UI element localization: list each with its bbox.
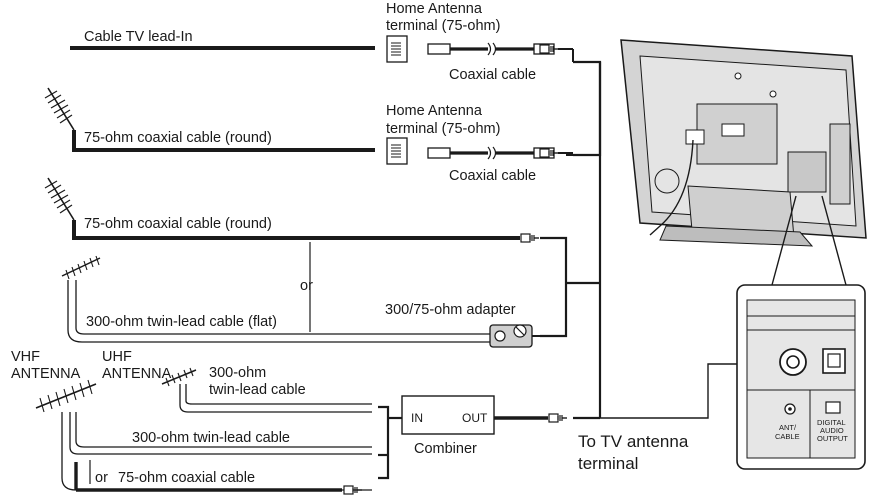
to-tv-label: terminal [578,454,638,473]
uhf-twin-label: 300-ohm [209,365,266,381]
coax-round-label: 75-ohm coaxial cable (round) [84,216,272,232]
vhf-coax-label: 75-ohm coaxial cable [118,470,255,486]
coax-connector-icon [539,44,559,54]
wall-terminal-icon [386,35,408,63]
vhf-antenna-label: VHF [11,349,40,365]
combiner-icon [401,395,495,435]
cable-tv-lead-in-label: Cable TV lead-In [84,29,193,45]
optical-port-icon [822,348,846,374]
ant-cable-port-label: ANT/ [779,423,797,432]
digital-audio-port-label: AUDIO [820,426,844,435]
cable-tv-row: Cable TV lead-In Home Antenna terminal (… [70,1,556,83]
adapter-label: 300/75-ohm adapter [385,302,516,318]
ant-cable-port-label: CABLE [775,432,800,441]
combiner-label: Combiner [414,441,477,457]
coax-connector-icon [520,233,540,243]
combiner-out-label: OUT [462,411,488,425]
antenna-port-icon [779,348,807,376]
home-antenna-label: Home Antenna [386,1,483,17]
vhf-uhf-row: VHF ANTENNA UHF ANTENNA 300-ohm twin-lea… [11,349,568,495]
coaxial-cable-icon [426,145,556,161]
vhf-antenna-label: ANTENNA [11,366,81,382]
tv-antenna-icon [35,379,97,413]
or-label: or [95,470,108,486]
antenna-coax-row: 75-ohm coaxial cable (round) Home Antenn… [44,87,556,184]
coax-round-label: 75-ohm coaxial cable (round) [84,130,272,146]
adapter-icon [489,324,540,348]
home-antenna-label: terminal (75-ohm) [386,18,500,34]
tv-rear-icon [620,39,867,247]
tv-antenna-icon [161,367,197,387]
uhf-antenna-label: UHF [102,349,132,365]
tv-antenna-icon [44,177,75,221]
tv-antenna-icon [61,255,101,280]
coaxial-cable-label: Coaxial cable [449,168,536,184]
combiner-in-label: IN [411,411,423,425]
antenna-adapter-row: 75-ohm coaxial cable (round) or 300-ohm … [44,177,540,348]
vhf-twin-label: 300-ohm twin-lead cable [132,430,290,446]
or-label: or [300,278,313,294]
twin-lead-flat-label: 300-ohm twin-lead cable (flat) [86,314,277,330]
to-tv-connection: To TV antenna terminal [578,358,786,473]
tv-terminal-panel: ANT/ CABLE DIGITAL AUDIO OUTPUT [736,284,866,470]
to-tv-label: To TV antenna [578,432,689,451]
uhf-antenna-label: ANTENNA [102,366,172,382]
coax-connector-icon [548,413,568,423]
coax-connector-icon [343,485,363,495]
tv-antenna-icon [44,87,75,131]
coax-connector-icon [539,148,559,158]
home-antenna-label: terminal (75-ohm) [386,121,500,137]
uhf-twin-label: twin-lead cable [209,382,306,398]
digital-audio-port-label: DIGITAL [817,418,846,427]
coaxial-cable-label: Coaxial cable [449,67,536,83]
wall-terminal-icon [386,137,408,165]
digital-audio-port-label: OUTPUT [817,434,848,443]
home-antenna-label: Home Antenna [386,103,483,119]
coaxial-cable-icon [426,41,556,57]
